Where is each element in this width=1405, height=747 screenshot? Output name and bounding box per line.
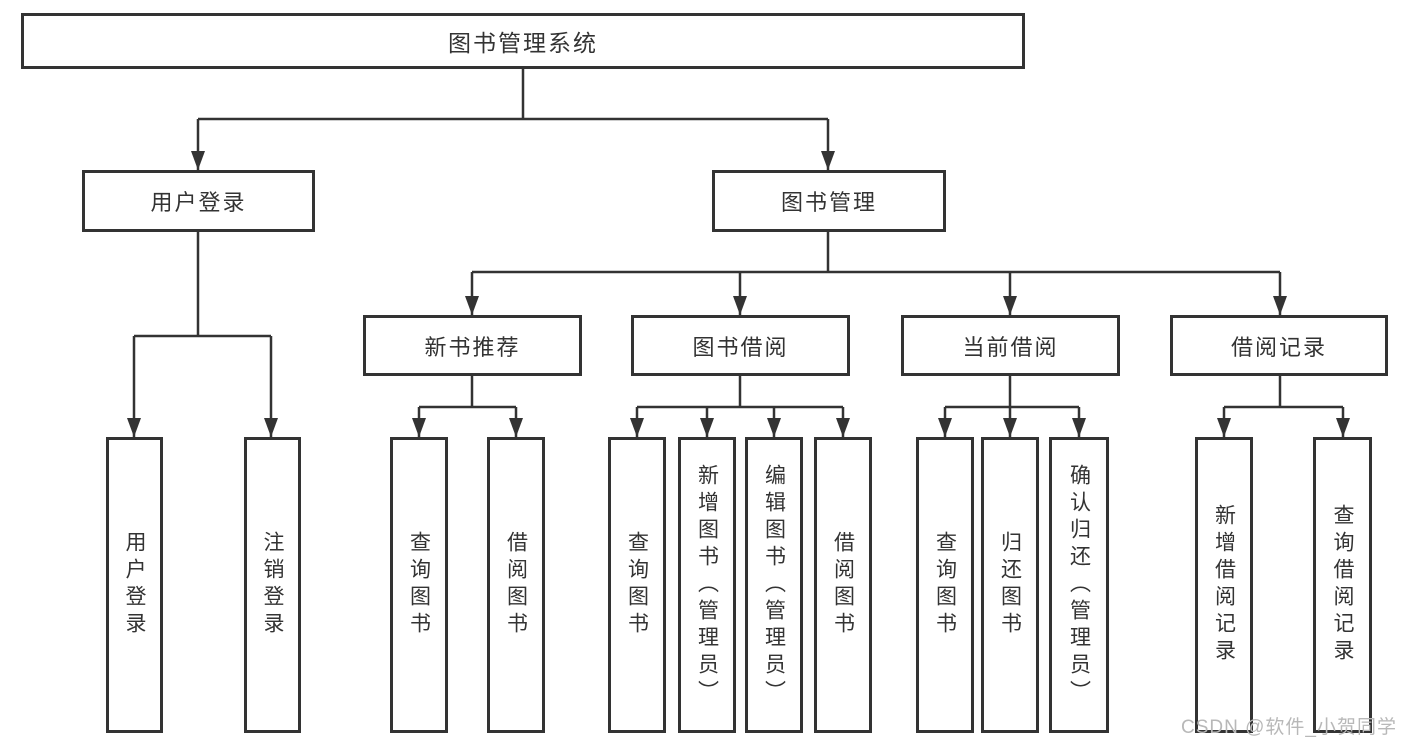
node-label: 图书管理	[780, 190, 877, 215]
node-label: 确认归还（管理员）	[1067, 463, 1091, 707]
watermark: CSDN @软件_小贺同学	[1181, 717, 1397, 738]
node-label: 查询图书	[933, 531, 957, 639]
node-current-borrowing: 当前借阅	[901, 315, 1120, 376]
node-label: 用户登录	[123, 531, 147, 639]
node-query-books-borrow: 查询图书	[608, 437, 666, 733]
node-label: 图书借阅	[692, 334, 789, 360]
node-return-books: 归还图书	[981, 437, 1039, 733]
node-confirm-return-admin: 确认归还（管理员）	[1049, 437, 1109, 733]
node-logout-leaf: 注销登录	[244, 437, 301, 733]
node-label: 用户登录	[150, 190, 247, 215]
node-book-management: 图书管理	[712, 170, 946, 232]
node-query-borrow-record: 查询借阅记录	[1313, 437, 1372, 733]
node-label: 当前借阅	[962, 334, 1059, 360]
node-label: 查询借阅记录	[1331, 504, 1355, 666]
node-borrowing-records: 借阅记录	[1170, 315, 1388, 376]
node-query-books-recommend: 查询图书	[390, 437, 448, 733]
node-label: 新增借阅记录	[1212, 504, 1236, 666]
node-label: 借阅图书	[831, 531, 855, 639]
node-label: 图书管理系统	[448, 30, 598, 56]
node-label: 借阅图书	[504, 531, 528, 639]
node-label: 新书推荐	[424, 334, 521, 360]
node-label: 注销登录	[261, 531, 285, 639]
node-new-book-recommend: 新书推荐	[363, 315, 582, 376]
connector-spine	[134, 69, 1343, 409]
node-user-login-leaf: 用户登录	[106, 437, 163, 733]
node-borrow-books-recommend: 借阅图书	[487, 437, 545, 733]
node-label: 编辑图书（管理员）	[762, 463, 786, 707]
node-root: 图书管理系统	[21, 13, 1025, 69]
node-borrow-books-leaf: 借阅图书	[814, 437, 872, 733]
node-add-book-admin: 新增图书（管理员）	[678, 437, 736, 733]
node-label: 查询图书	[625, 531, 649, 639]
node-book-borrowing: 图书借阅	[631, 315, 850, 376]
node-label: 归还图书	[998, 531, 1022, 639]
node-query-books-current: 查询图书	[916, 437, 974, 733]
node-label: 新增图书（管理员）	[695, 463, 719, 707]
node-label: 查询图书	[407, 531, 431, 639]
node-edit-book-admin: 编辑图书（管理员）	[745, 437, 803, 733]
node-label: 借阅记录	[1230, 334, 1327, 360]
node-user-login: 用户登录	[82, 170, 315, 232]
node-add-borrow-record: 新增借阅记录	[1195, 437, 1253, 733]
